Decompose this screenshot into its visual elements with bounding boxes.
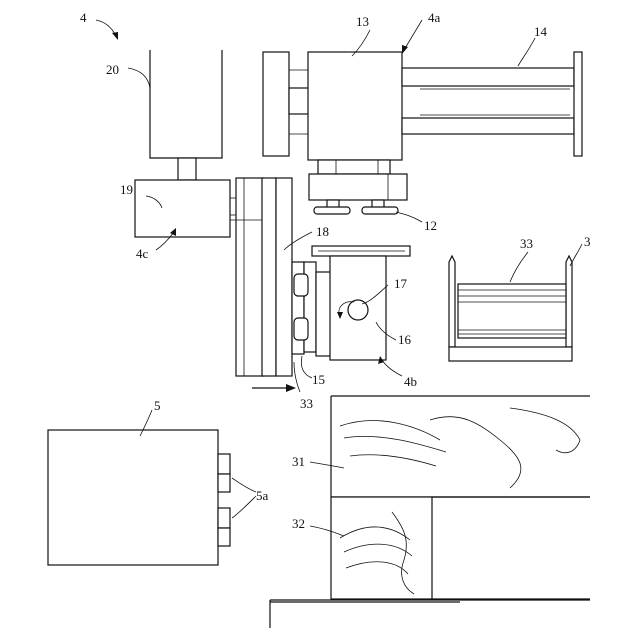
conveyor-arrow <box>252 384 296 392</box>
label-module-part: 5a <box>256 488 269 503</box>
label-plate: 15 <box>312 372 325 387</box>
label-rotary-unit: 4b <box>404 374 417 389</box>
label-column: 20 <box>106 62 119 77</box>
column-20 <box>150 50 222 180</box>
label-suction-cups: 12 <box>424 218 437 233</box>
module-5 <box>48 430 230 565</box>
stack-holder-3 <box>449 256 572 361</box>
label-rotary-block: 16 <box>398 332 412 347</box>
label-assembly: 4 <box>80 10 87 25</box>
label-board-lower: 32 <box>292 516 305 531</box>
arm-plates-18 <box>230 178 292 376</box>
suction-unit-12 <box>309 160 407 214</box>
rail-14 <box>402 52 582 156</box>
floor-line <box>270 600 590 628</box>
rotary-unit-16 <box>292 246 410 360</box>
board-32 <box>331 497 590 599</box>
label-rotation-axis: 17 <box>394 276 408 291</box>
label-sheet: 33 <box>300 396 313 411</box>
label-stack-holder: 3 <box>584 234 591 249</box>
label-stack: 33 <box>520 236 533 251</box>
board-31 <box>331 396 590 497</box>
label-rail: 14 <box>534 24 548 39</box>
carriage-13 <box>263 52 402 160</box>
label-carriage: 4a <box>428 10 441 25</box>
gripper-block-19 <box>135 180 238 237</box>
label-arm-plate: 18 <box>316 224 329 239</box>
label-gripper-block: 19 <box>120 182 133 197</box>
label-module: 5 <box>154 398 161 413</box>
label-carriage-block: 13 <box>356 14 369 29</box>
label-gripper-unit: 4c <box>136 246 149 261</box>
label-board-upper: 31 <box>292 454 305 469</box>
